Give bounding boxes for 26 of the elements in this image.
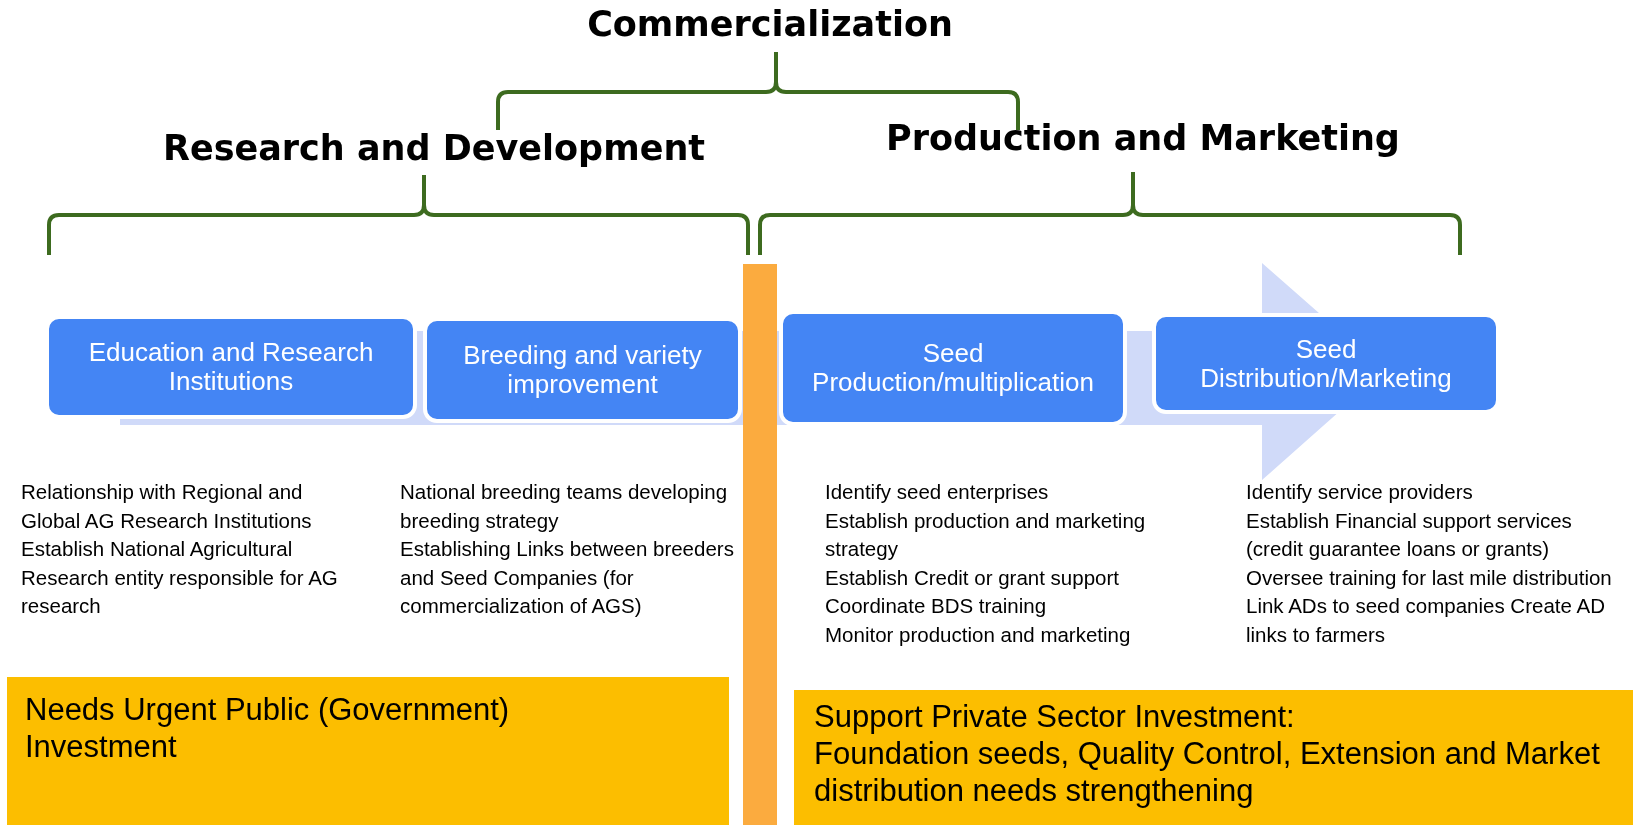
- activity-text: Establish production and marketing strategy: [825, 507, 1147, 562]
- activity-text: Identify seed enterprises: [825, 479, 1050, 505]
- activity-text: Establish Credit or grant support: [825, 564, 1120, 591]
- activity-text: Coordinate BDS training: [825, 593, 1048, 619]
- section-heading: Research and Development: [161, 128, 707, 168]
- box-text: Foundation seeds, Quality Control, Extension and Market distribution needs strengthening: [814, 735, 1601, 810]
- activity-text: Identify service providers: [1246, 479, 1474, 505]
- activity-text: Link ADs to seed companies Create AD links to farmers: [1246, 593, 1606, 648]
- box-text: Support Private Sector Investment:: [814, 698, 1296, 736]
- section-heading: Production and Marketing: [885, 118, 1401, 158]
- box-text: Needs Urgent Public (Government) Investment: [25, 691, 511, 766]
- activity-text: Monitor production and marketing: [825, 621, 1132, 648]
- activity-text: Establish National Agricultural Research entity responsible for AG research: [21, 536, 339, 619]
- activity-text: Establish Financial support services (credit guarantee loans or grants): [1246, 507, 1573, 562]
- activity-text: Oversee training for last mile distribution: [1246, 564, 1613, 591]
- divider-bar: [743, 264, 777, 825]
- investment-box: [7, 677, 729, 825]
- box-text: Seed Distribution/Marketing: [1200, 334, 1452, 393]
- box-text: Breeding and variety improvement: [462, 341, 703, 399]
- box-text: Seed Production/multiplication: [811, 339, 1095, 397]
- activity-text: Establishing Links between breeders and Seed Companies (for commercialization of AGS): [400, 536, 735, 619]
- investment-box: [794, 690, 1633, 825]
- title: Commercialization: [586, 4, 954, 44]
- activity-text: Relationship with Regional and Global AG Research Institutions: [21, 479, 313, 534]
- box-text: Education and Research Institutions: [87, 338, 375, 396]
- activity-text: National breeding teams developing breeding strategy: [400, 479, 729, 534]
